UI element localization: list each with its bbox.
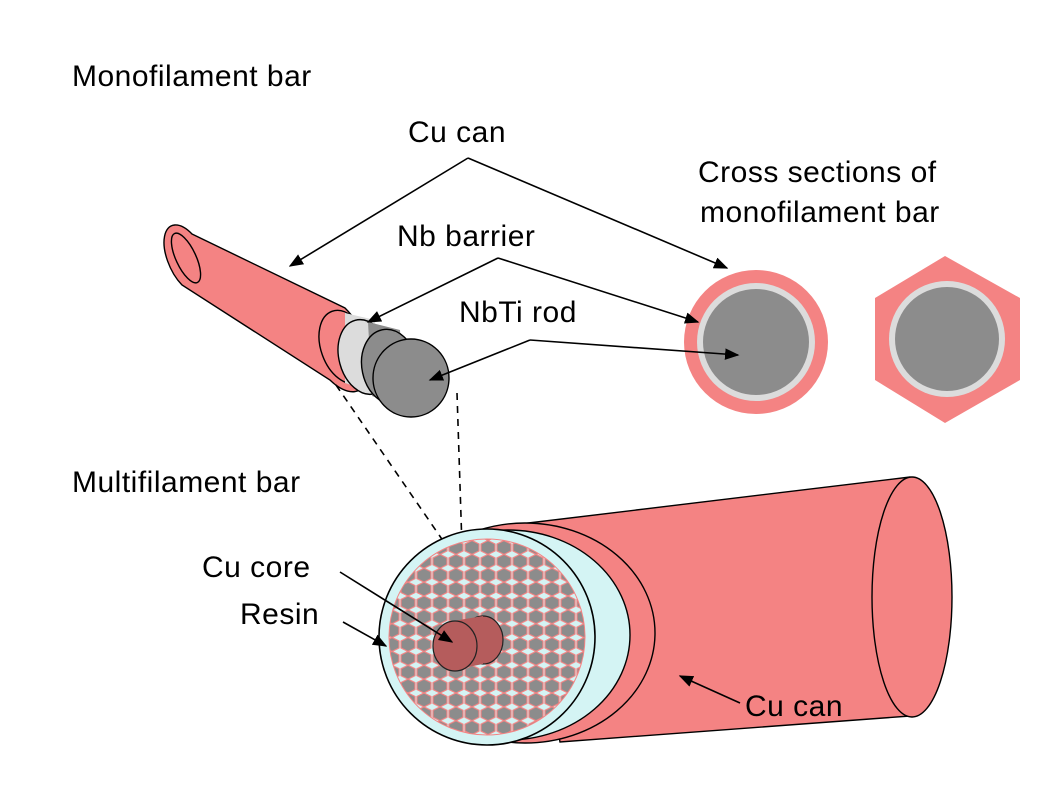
label-nbti-rod: NbTi rod	[459, 296, 577, 329]
label-monofilament-bar: Monofilament bar	[72, 60, 312, 93]
projection-line-right	[456, 392, 463, 548]
cu-core-arrow	[339, 571, 454, 643]
nb-barrier-arrow-right	[497, 257, 700, 324]
multifilament-bar	[378, 476, 953, 746]
leader-lines	[288, 157, 741, 704]
cu-can-arrow-left	[288, 157, 469, 267]
hex-section-nbti	[895, 287, 999, 391]
cross-sections	[684, 256, 1020, 423]
mono-nbti-face	[372, 338, 450, 418]
label-cu-can-top: Cu can	[408, 116, 506, 149]
resin-arrow	[342, 621, 388, 647]
multi-cu-can-far-end	[871, 476, 953, 718]
label-multifilament-bar: Multifilament bar	[72, 466, 301, 499]
label-cu-can-bottom: Cu can	[745, 690, 843, 723]
projection-line-left	[335, 384, 449, 549]
label-cu-core: Cu core	[202, 551, 311, 584]
nbti-arrow-right	[529, 339, 740, 360]
label-resin: Resin	[240, 598, 319, 631]
monofilament-bar	[163, 224, 450, 418]
label-cross-sections-1: Cross sections of	[698, 156, 937, 189]
cu-can-bottom-arrow	[678, 675, 741, 704]
mono-cu-can-end	[170, 232, 202, 284]
nb-barrier-arrow-left	[366, 257, 499, 323]
round-section-nbti	[703, 289, 809, 395]
cu-core-front	[432, 620, 478, 672]
label-cross-sections-2: monofilament bar	[700, 196, 940, 229]
cu-can-arrow-right	[467, 157, 729, 269]
nbti-arrow-left	[428, 339, 531, 381]
label-nb-barrier: Nb barrier	[397, 220, 535, 253]
